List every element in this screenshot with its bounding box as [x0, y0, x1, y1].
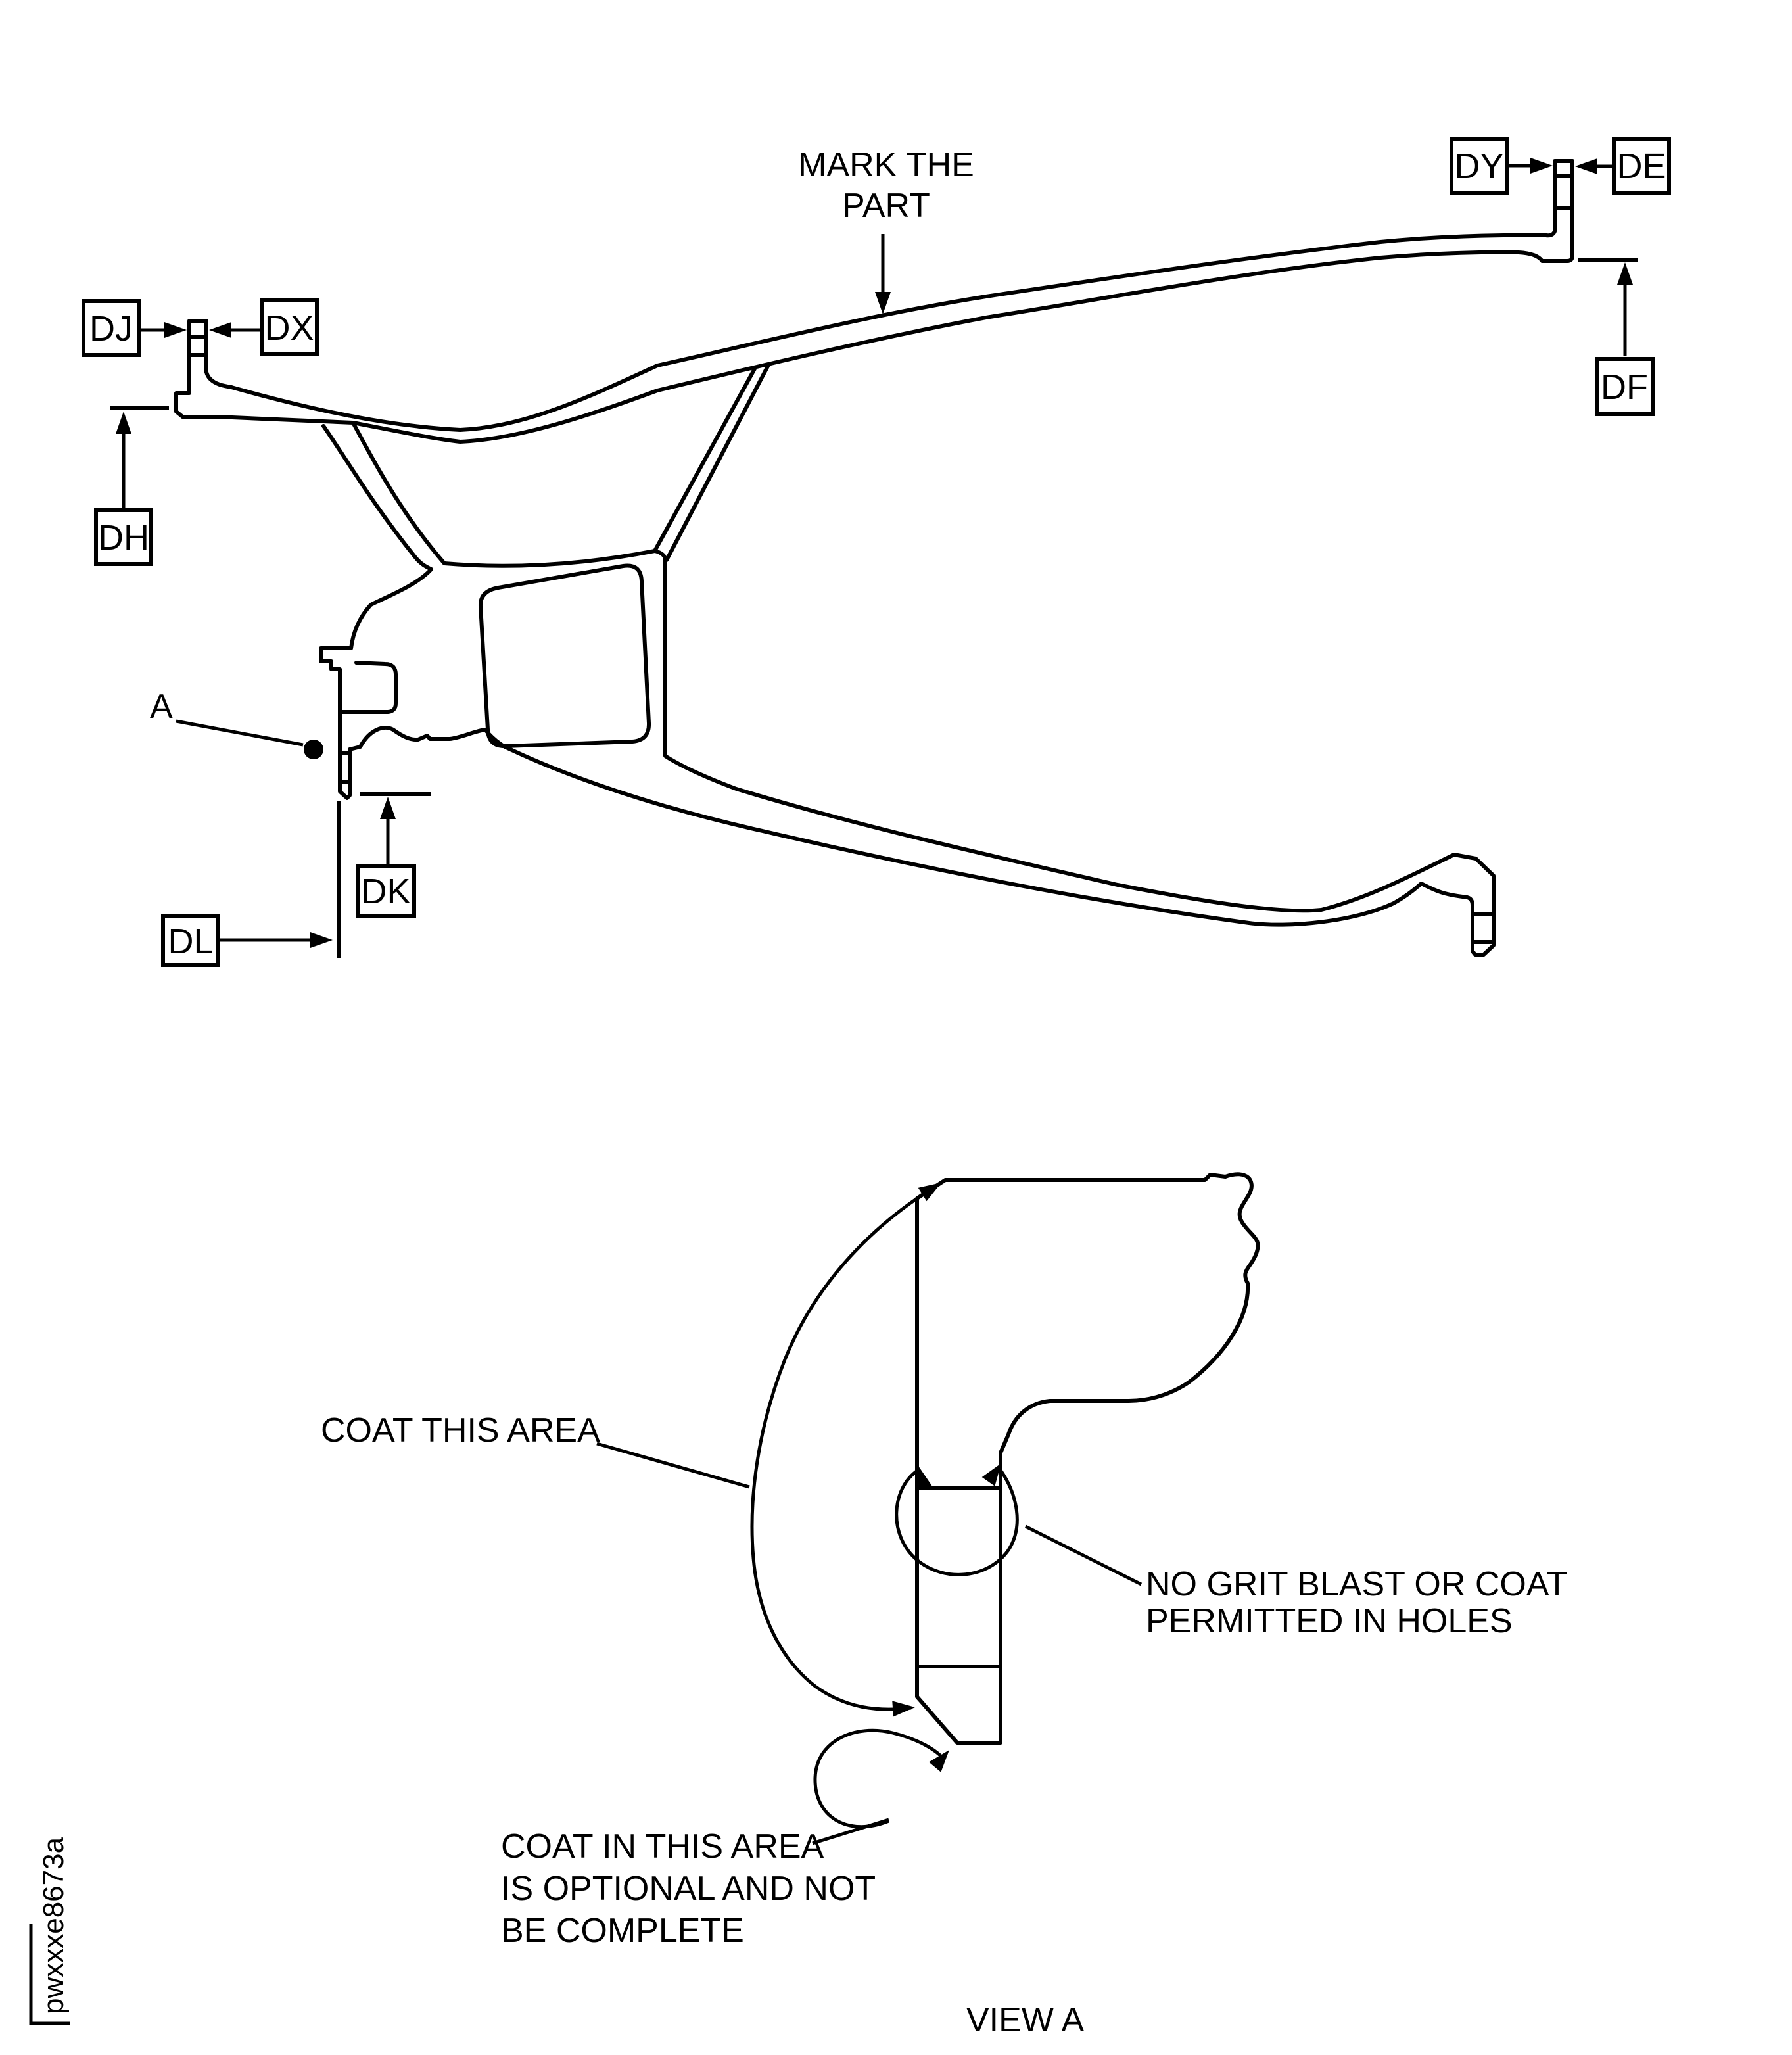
optional-coat-leader: [812, 1818, 889, 1845]
dk-label: DK: [361, 872, 410, 911]
web-right-edge: [351, 421, 446, 565]
dx-box: [260, 298, 319, 356]
dj-arrowhead: [164, 322, 187, 338]
coat-this-area-leader: [596, 1442, 750, 1489]
coat-area-sweep-arrowhead-top: [918, 1183, 941, 1202]
datum-callout-dy: DY: [1450, 137, 1553, 195]
optional-coat-label-line2: IS OPTIONAL AND NOT: [501, 1870, 876, 1908]
web-left-edge: [321, 424, 433, 571]
dj-label: DJ: [89, 309, 133, 348]
strut-right-edge: [665, 364, 770, 562]
mark-the-part-callout: MARK THE PART: [798, 146, 974, 314]
df-arrowhead: [1617, 262, 1633, 285]
optional-coat-label-line3: BE COMPLETE: [501, 1912, 744, 1950]
blade-top-edge: [229, 233, 1548, 432]
datum-callout-dj: DJ: [82, 299, 187, 357]
no-grit-label-line2: PERMITTED IN HOLES: [1146, 1602, 1513, 1640]
view-a-section-outline: [915, 1172, 1260, 1745]
right-flange-foot: [1540, 159, 1574, 263]
upper-part-outline: [174, 159, 1574, 957]
no-grit-leader: [1024, 1524, 1143, 1586]
drawing-id-block: pwxxxe8673a: [29, 1837, 70, 2025]
df-box: [1595, 357, 1655, 416]
dk-box: [356, 864, 416, 918]
lower-arm-and-hook: [503, 558, 1496, 957]
dh-box: [94, 508, 153, 566]
df-label: DF: [1601, 367, 1648, 407]
drawing-id-bracket: [29, 1924, 70, 2025]
dx-label: DX: [264, 308, 314, 348]
left-flange-neck: [204, 370, 233, 389]
optional-coat-loop: [813, 1728, 945, 1829]
datum-callout-de: DE: [1575, 137, 1671, 195]
view-a-caption: VIEW A: [966, 2001, 1084, 2039]
detail-a-dot: [304, 740, 323, 759]
view-a-outline: [915, 1172, 1260, 1745]
hub-top-edge: [442, 549, 667, 568]
hub-underside-profile: [348, 726, 507, 751]
coat-area-sweep-curve: [750, 1183, 939, 1711]
hub-left-outline: [319, 567, 433, 800]
holes-ellipse: [895, 1466, 1019, 1576]
dl-label: DL: [168, 922, 213, 961]
no-grit-callout: NO GRIT BLAST OR COAT PERMITTED IN HOLES: [895, 1463, 1567, 1640]
holes-ellipse-arrowhead-right: [981, 1463, 1001, 1486]
right-flange-tab: [1544, 159, 1574, 238]
dx-arrowhead: [209, 322, 231, 338]
drawing-id-text: pwxxxe8673a: [37, 1837, 70, 2014]
optional-coat-callout: COAT IN THIS AREA IS OPTIONAL AND NOT BE…: [501, 1728, 949, 1950]
dh-arrowhead: [116, 412, 131, 434]
hub-slot: [338, 661, 398, 714]
datum-callout-dk: DK: [356, 792, 431, 918]
dk-arrowhead: [380, 797, 396, 819]
detail-a-label: A: [150, 688, 173, 726]
de-arrowhead: [1575, 158, 1597, 174]
datum-callout-dx: DX: [209, 298, 319, 356]
dj-box: [82, 299, 141, 357]
strut-left-edge: [653, 367, 757, 553]
mark-the-part-label-line1: MARK THE: [798, 146, 974, 184]
coat-this-area-callout: COAT THIS AREA: [321, 1183, 941, 1717]
hub-window-opening: [479, 563, 651, 749]
left-flange-tab: [187, 319, 208, 374]
no-grit-label-line1: NO GRIT BLAST OR COAT: [1146, 1565, 1567, 1603]
de-label: DE: [1616, 147, 1666, 186]
mark-the-part-arrowhead: [875, 292, 891, 314]
datum-callout-dh: DH: [94, 406, 169, 566]
dh-label: DH: [98, 518, 149, 557]
mark-the-part-label-line2: PART: [842, 187, 930, 225]
coat-area-sweep-arrowhead-bottom: [892, 1701, 915, 1717]
optional-coat-label-line1: COAT IN THIS AREA: [501, 1828, 824, 1866]
left-flange-foot: [174, 370, 219, 419]
detail-a-leader: [176, 719, 304, 747]
optional-coat-loop-arrowhead: [928, 1750, 949, 1772]
datum-callout-dl: DL: [161, 801, 341, 967]
dy-arrowhead: [1530, 158, 1553, 174]
blade-bottom-edge: [215, 250, 1544, 444]
dy-label: DY: [1454, 147, 1503, 186]
datum-callout-df: DF: [1578, 258, 1655, 416]
holes-ellipse-arrowhead-left: [916, 1466, 932, 1490]
coat-this-area-label: COAT THIS AREA: [321, 1411, 600, 1450]
dl-arrowhead: [310, 932, 333, 948]
detail-a-marker: A: [150, 688, 323, 759]
